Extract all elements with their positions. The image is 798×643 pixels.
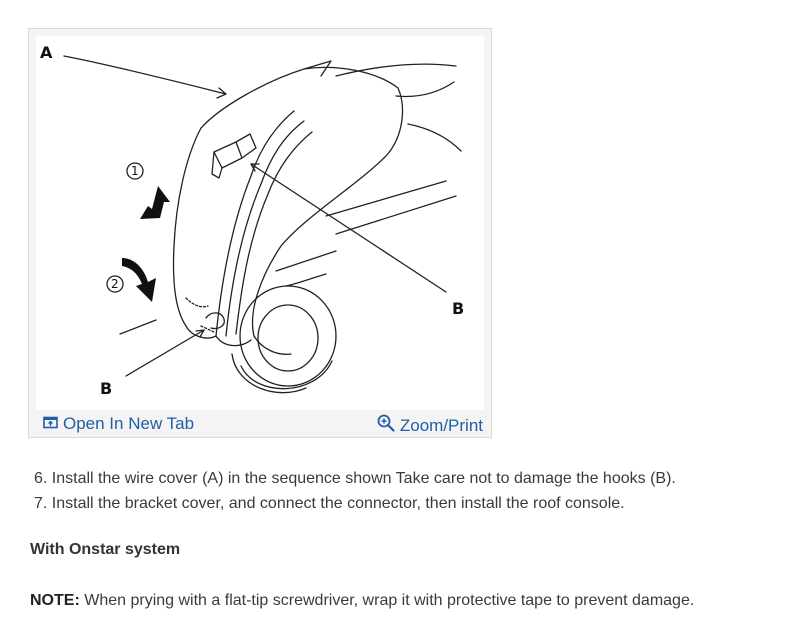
section-heading: With Onstar system bbox=[30, 541, 181, 558]
figure-frame: A B B 1 2 Open In New Tab bbox=[28, 28, 492, 438]
step-number: 6. bbox=[34, 470, 48, 487]
wire-cover-diagram: A B B 1 2 bbox=[36, 36, 484, 410]
step-2-marker: 2 bbox=[111, 277, 119, 291]
note-text: When prying with a flat-tip screwdriver,… bbox=[84, 592, 695, 609]
step-text: Install the wire cover (A) in the sequen… bbox=[51, 470, 676, 487]
figure-toolbar: Open In New Tab Zoom/Print bbox=[29, 411, 491, 437]
step-item: 6. Install the wire cover (A) in the seq… bbox=[34, 466, 676, 491]
instruction-steps: 6. Install the wire cover (A) in the seq… bbox=[34, 466, 676, 516]
note-label: NOTE: bbox=[30, 592, 80, 609]
step-number: 7. bbox=[34, 495, 48, 512]
zoom-print-label: Zoom/Print bbox=[399, 415, 483, 435]
open-in-new-tab-label: Open In New Tab bbox=[63, 414, 195, 433]
open-in-new-tab-icon bbox=[43, 414, 58, 434]
open-in-new-tab-link[interactable]: Open In New Tab bbox=[43, 414, 194, 434]
callout-b-right-label: B bbox=[452, 299, 464, 318]
note-paragraph: NOTE: When prying with a flat-tip screwd… bbox=[30, 592, 694, 610]
zoom-print-link[interactable]: Zoom/Print bbox=[377, 414, 483, 437]
step-text: Install the bracket cover, and connect t… bbox=[51, 495, 625, 512]
step-item: 7. Install the bracket cover, and connec… bbox=[34, 491, 676, 516]
callout-a-label: A bbox=[40, 43, 53, 62]
callout-b-bottom-label: B bbox=[100, 379, 112, 398]
zoom-in-icon bbox=[377, 414, 395, 437]
step-1-marker: 1 bbox=[131, 164, 139, 178]
